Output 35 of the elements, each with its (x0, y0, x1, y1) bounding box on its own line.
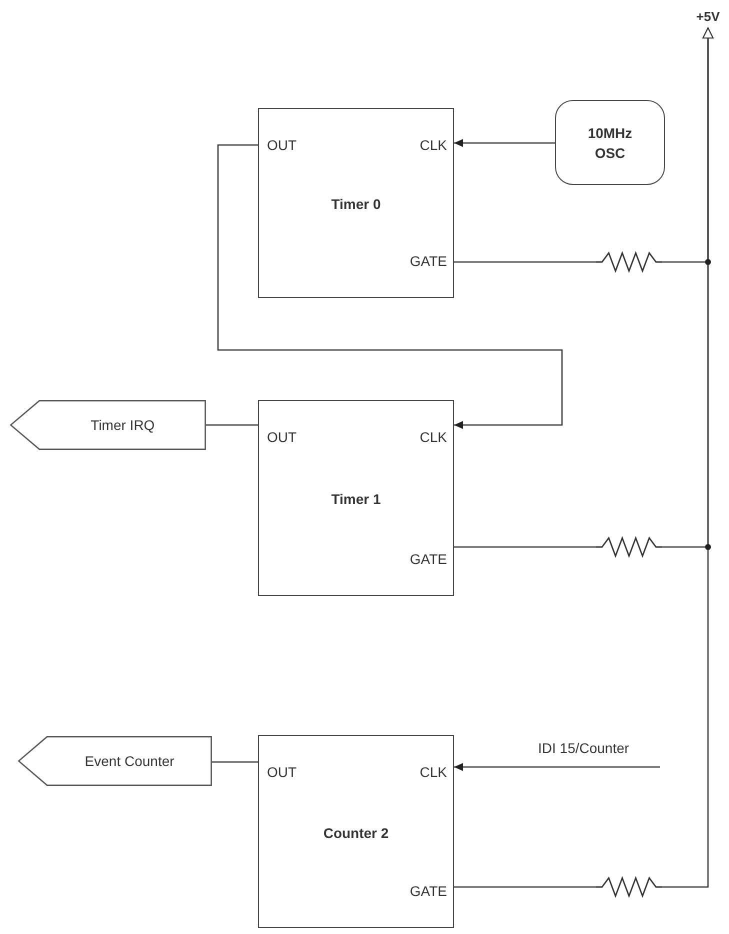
arrow (454, 139, 555, 147)
block-title: Timer 0 (330, 196, 382, 212)
block-title: Timer 1 (330, 491, 382, 507)
timer-block (258, 108, 454, 298)
wire (454, 261, 596, 263)
oscillator-box (555, 100, 665, 185)
timer-block (258, 735, 454, 928)
pin-label: CLK (420, 764, 447, 780)
pin-label: CLK (420, 137, 447, 153)
pin-label: GATE (410, 883, 447, 899)
supply-label: +5V (690, 6, 726, 28)
wire (212, 761, 258, 763)
arrow (217, 144, 563, 429)
wire (206, 424, 258, 426)
pin-label: GATE (410, 551, 447, 567)
edge-label: IDI 15/Counter (536, 740, 632, 756)
pin-label: OUT (267, 764, 297, 780)
pin-label: CLK (420, 429, 447, 445)
connector-label: Timer IRQ (90, 417, 156, 433)
arrow (454, 763, 660, 771)
block-title: Counter 2 (322, 824, 390, 840)
timer-block (258, 400, 454, 596)
pin-label: OUT (267, 429, 297, 445)
resistor-symbol (596, 250, 662, 274)
off-page-connector (18, 736, 212, 786)
supply-rail (662, 28, 714, 888)
pin-label: OUT (267, 137, 297, 153)
pin-label: GATE (410, 253, 447, 269)
wire (454, 546, 596, 548)
oscillator-label: 10MHz OSC (586, 124, 634, 162)
resistor-symbol (596, 535, 662, 559)
off-page-connector (10, 400, 206, 450)
connector-label: Event Counter (84, 753, 176, 769)
resistor-symbol (596, 875, 662, 899)
wire (454, 886, 596, 888)
